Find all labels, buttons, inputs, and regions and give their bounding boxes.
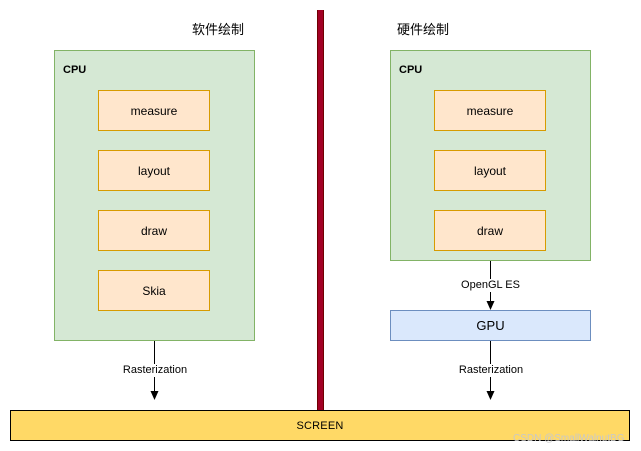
software-step-measure: measure bbox=[98, 90, 210, 131]
hardware-step-layout: layout bbox=[434, 150, 546, 191]
software-rendering-title: 软件绘制 bbox=[192, 23, 245, 38]
gpu-box: GPU bbox=[390, 310, 591, 341]
cpu-to-gpu-arrowhead bbox=[486, 301, 495, 310]
hardware-cpu-label: CPU bbox=[399, 64, 423, 76]
software-to-screen-arrowhead bbox=[150, 391, 159, 400]
software-step-skia: Skia bbox=[98, 270, 210, 311]
hardware-step-draw: draw bbox=[434, 210, 546, 251]
gpu-to-screen-arrowhead bbox=[486, 391, 495, 400]
opengl-es-label: OpenGL ES bbox=[459, 279, 522, 292]
software-rasterization-label: Rasterization bbox=[119, 364, 191, 377]
software-cpu-label: CPU bbox=[63, 64, 87, 76]
center-divider bbox=[317, 10, 324, 412]
hardware-rendering-title: 硬件绘制 bbox=[397, 23, 450, 38]
software-step-layout: layout bbox=[98, 150, 210, 191]
screen-bar: SCREEN bbox=[10, 410, 630, 441]
hardware-rasterization-label: Rasterization bbox=[455, 364, 527, 377]
software-step-draw: draw bbox=[98, 210, 210, 251]
watermark: CSDN @SmallWalnutBG bbox=[513, 433, 625, 444]
hardware-step-measure: measure bbox=[434, 90, 546, 131]
